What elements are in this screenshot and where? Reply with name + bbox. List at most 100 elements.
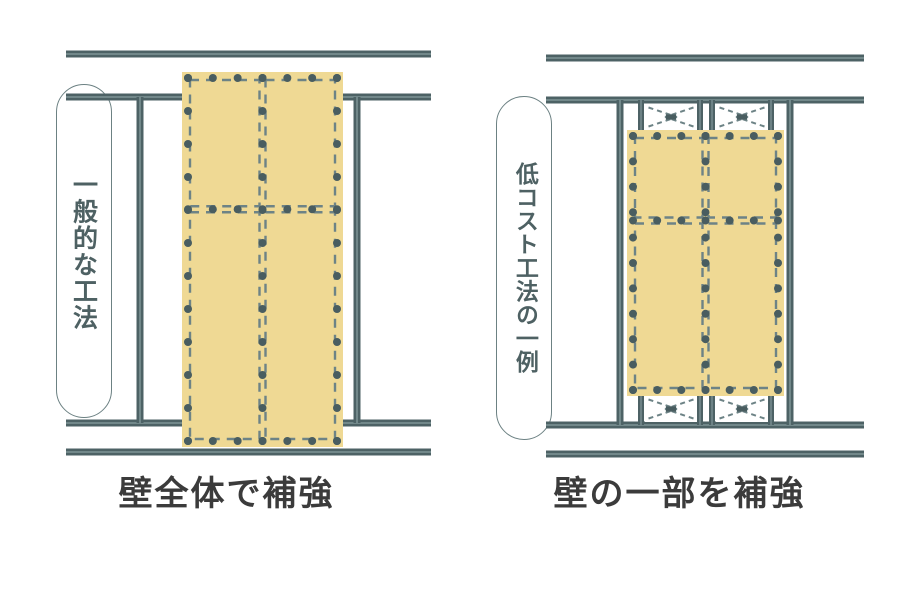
partial-wall-retrofit-anchors-mid-vertical [701,335,710,344]
full-wall-retrofit-anchors-left [184,140,192,148]
partial-wall-retrofit-anchors-mid-vertical [701,309,710,318]
partial-wall-retrofit-anchors-right [774,284,782,293]
partial-wall-retrofit-anchors-right [774,233,782,242]
full-wall-retrofit-anchors-left [184,404,192,412]
partial-wall-retrofit-anchors-mid-vertical [701,259,710,267]
full-wall-retrofit-anchors-mid-horizontal [308,205,317,214]
full-wall-retrofit-anchors-top [233,74,242,82]
full-wall-retrofit-anchors-right [333,107,341,115]
full-wall-retrofit-anchors-right [333,371,341,379]
partial-wall-retrofit-anchors-mid-horizontal [629,216,637,225]
partial-wall-retrofit-anchors-mid-vertical [701,182,710,191]
full-wall-retrofit-anchors-right [333,272,341,280]
full-wall-retrofit-anchors-mid-horizontal [208,205,217,214]
partial-wall-retrofit-anchors-right [774,335,782,344]
full-wall-retrofit-anchors-right [333,305,341,313]
partial-wall-retrofit-anchors-right [774,208,782,217]
brace-top-left-hub [666,114,676,120]
partial-wall-retrofit-anchors-left [629,233,637,242]
partial-wall-retrofit-anchors-mid-horizontal [677,216,686,225]
full-wall-retrofit-anchors-mid-vertical [258,173,267,181]
full-wall-retrofit-anchors-mid-vertical [258,305,267,313]
partial-wall-retrofit-anchors-mid-vertical [701,284,710,293]
full-wall-retrofit-anchors-left [184,338,192,346]
full-wall-retrofit-anchors-mid-vertical [258,107,267,115]
partial-wall-retrofit-anchors-left [629,132,637,140]
full-wall-retrofit-anchors-left [184,437,192,445]
partial-wall-retrofit-subpanel-bottom-left [633,222,704,390]
left-diagram-group: 一般的な工法 壁全体で補強 [56,84,333,514]
partial-wall-retrofit-anchors-mid-vertical [701,132,710,140]
full-wall-retrofit-anchors-mid-horizontal [184,205,192,214]
partial-wall-retrofit-anchors-left [629,386,637,394]
partial-wall-retrofit-anchors-right [774,259,782,267]
full-wall-retrofit-anchors-mid-vertical [258,338,267,346]
partial-wall-retrofit-anchors-left [629,208,637,217]
partial-wall-retrofit-anchors-right [774,386,782,394]
partial-wall-retrofit-anchors-mid-vertical [701,233,710,242]
partial-wall-retrofit-anchors-bottom [725,386,734,394]
brace-bottom-left-hub [666,406,676,412]
full-wall-retrofit-anchors-mid-horizontal [233,205,242,214]
partial-wall-retrofit-anchors-top [725,132,734,140]
full-wall-retrofit-anchors-right [333,338,341,346]
partial-wall-retrofit-anchors-mid-horizontal [725,216,734,225]
partial-wall-retrofit-anchors-left [629,259,637,267]
full-wall-retrofit-anchors-right [333,239,341,247]
partial-wall-retrofit-anchors-mid-vertical [701,208,710,217]
full-wall-retrofit-anchors-top [308,74,317,82]
full-wall-retrofit-reinforcement-panel [182,72,343,447]
partial-wall-retrofit-anchors-left [629,335,637,344]
full-wall-retrofit-anchors-mid-vertical [258,206,267,214]
full-wall-retrofit-anchors-mid-vertical [258,437,267,445]
full-wall-retrofit-anchors-mid-vertical [258,140,267,148]
partial-wall-retrofit-anchors-mid-horizontal [774,216,782,225]
partial-wall-retrofit-anchors-bottom [749,386,758,394]
full-wall-retrofit-anchors-mid-vertical [258,74,267,82]
full-wall-retrofit-anchors-right [333,140,341,148]
partial-wall-retrofit-anchors-left [629,157,637,166]
full-wall-retrofit-anchors-bottom [233,437,242,445]
full-wall-retrofit-anchors-mid-vertical [258,371,267,379]
full-wall-retrofit-anchors-mid-vertical [258,239,267,247]
right-diagram-group: 低コスト工法の一例 壁の一部を補強 [453,0,906,602]
full-wall-retrofit-anchors-mid-horizontal [283,205,292,214]
full-wall-retrofit-anchors-right [333,404,341,412]
partial-wall-retrofit-anchors-right [774,157,782,166]
full-wall-retrofit-anchors-left [184,305,192,313]
right-method-label-text: 低コスト工法の一例 [511,162,538,374]
partial-wall-retrofit-anchors-mid-horizontal [749,216,758,225]
partial-wall-retrofit-anchors-left [629,309,637,318]
full-wall-retrofit-anchors-mid-vertical [258,272,267,280]
partial-wall-retrofit-anchors-mid-vertical [701,386,710,394]
full-wall-retrofit-anchors-top [283,74,292,82]
full-wall-retrofit-anchors-top [208,74,217,82]
full-wall-retrofit-anchors-bottom [208,437,217,445]
full-wall-retrofit-subpanel-bottom-left [188,211,261,441]
partial-wall-retrofit-anchors-top [749,132,758,140]
left-method-label-text: 一般的な工法 [69,171,99,331]
full-wall-retrofit-anchors-bottom [308,437,317,445]
full-wall-retrofit-anchors-right [333,437,341,445]
partial-wall-retrofit-anchors-mid-vertical [701,360,710,369]
full-wall-retrofit-anchors-right [333,173,341,181]
full-wall-retrofit-anchors-bottom [283,437,292,445]
full-wall-retrofit-anchors-left [184,173,192,181]
brace-top-right-hub [737,114,747,120]
partial-wall-retrofit-anchors-mid-horizontal [701,216,710,225]
partial-wall-retrofit-subpanel-top-right [707,136,778,219]
partial-wall-retrofit-anchors-top [653,132,662,140]
partial-wall-retrofit-anchors-left [629,284,637,293]
full-wall-retrofit-anchors-left [184,74,192,82]
left-method-label-pill: 一般的な工法 [56,84,112,418]
full-wall-retrofit-subpanel-bottom-right [264,211,337,441]
full-wall-retrofit-anchors-left [184,107,192,115]
right-caption: 壁の一部を補強 [553,474,806,514]
right-method-label-pill: 低コスト工法の一例 [496,96,552,440]
full-wall-retrofit-anchors-left [184,272,192,280]
partial-wall-retrofit-anchors-left [629,360,637,369]
partial-wall-retrofit-anchors-right [774,360,782,369]
